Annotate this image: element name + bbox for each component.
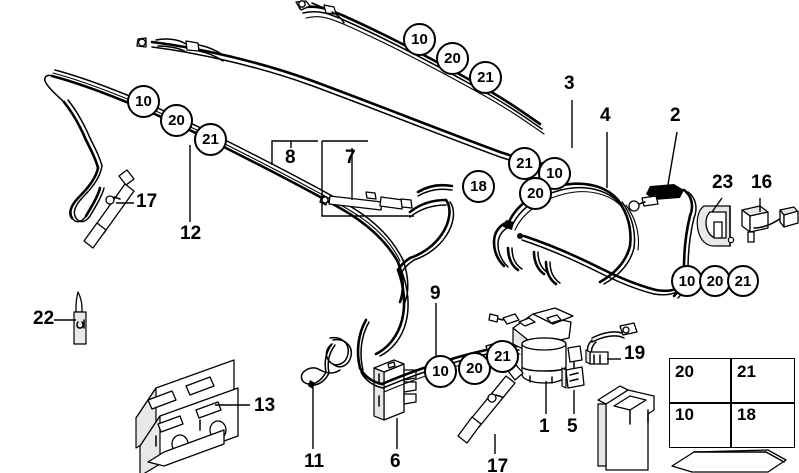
balloon-10[interactable]: 10 [424,355,457,388]
callout-8: 8 [285,147,296,168]
clip-16 [741,205,799,243]
legend-label-20: 20 [675,362,694,381]
legend-label-18: 18 [737,405,756,424]
legend-vdivider [730,359,732,447]
callout-17-lower: 17 [487,456,509,473]
balloon-21[interactable]: 21 [508,147,541,180]
gas-strut-17-upper [83,169,135,249]
callout-12: 12 [180,223,202,244]
callout-19: 19 [624,343,646,364]
callout-4: 4 [600,105,611,126]
wedge-bottom-right [671,449,787,473]
callout-9: 9 [430,283,441,304]
valve-block-6 [373,359,417,421]
callout-5: 5 [567,416,578,437]
hose-bundle-upper-right [295,0,545,135]
clip-23 [696,205,735,247]
legend-label-21: 21 [737,362,756,381]
balloon-10[interactable]: 10 [403,23,436,56]
control-unit-13 [135,359,239,473]
legend-box [669,358,795,448]
actuator-2 [628,184,697,299]
hose-left-loop [44,74,105,223]
balloon-21[interactable]: 21 [469,61,502,94]
balloon-20[interactable]: 20 [458,352,491,385]
balloon-10[interactable]: 10 [127,85,160,118]
hose-network-center-right [492,182,686,296]
balloon-18[interactable]: 18 [462,170,495,203]
callout-11: 11 [304,451,325,472]
leader-lines [54,100,761,454]
legend-hdivider [670,402,794,404]
bracket-bottom-right [597,385,655,471]
balloon-20[interactable]: 20 [519,177,552,210]
callout-7: 7 [345,147,356,168]
wiring-harness-19 [585,322,638,365]
hose-ends-18 [396,183,455,273]
callout-2: 2 [670,105,681,126]
cable-11 [300,336,353,389]
legend-label-10: 10 [675,405,694,424]
balloon-10[interactable]: 10 [538,157,571,190]
callout-22: 22 [33,308,55,329]
balloon-21[interactable]: 21 [486,340,519,373]
callout-13: 13 [254,395,276,416]
oil-bottle-22 [73,291,87,345]
callout-16: 16 [751,172,773,193]
callout-1: 1 [539,416,550,437]
callout-23: 23 [712,172,734,193]
callout-6: 6 [390,451,401,472]
balloon-21[interactable]: 21 [194,123,227,156]
hose-main-diagonal-12 [50,69,409,304]
callout-3: 3 [564,73,575,94]
balloon-21[interactable]: 21 [727,265,759,297]
gas-strut-7 [319,191,413,211]
pump-assembly-1 [488,307,585,389]
callout-17-upper: 17 [136,191,158,212]
balloon-20[interactable]: 20 [436,42,469,75]
hose-9-feed [374,268,409,357]
balloon-20[interactable]: 20 [160,104,193,137]
gas-strut-17-lower [457,364,524,444]
